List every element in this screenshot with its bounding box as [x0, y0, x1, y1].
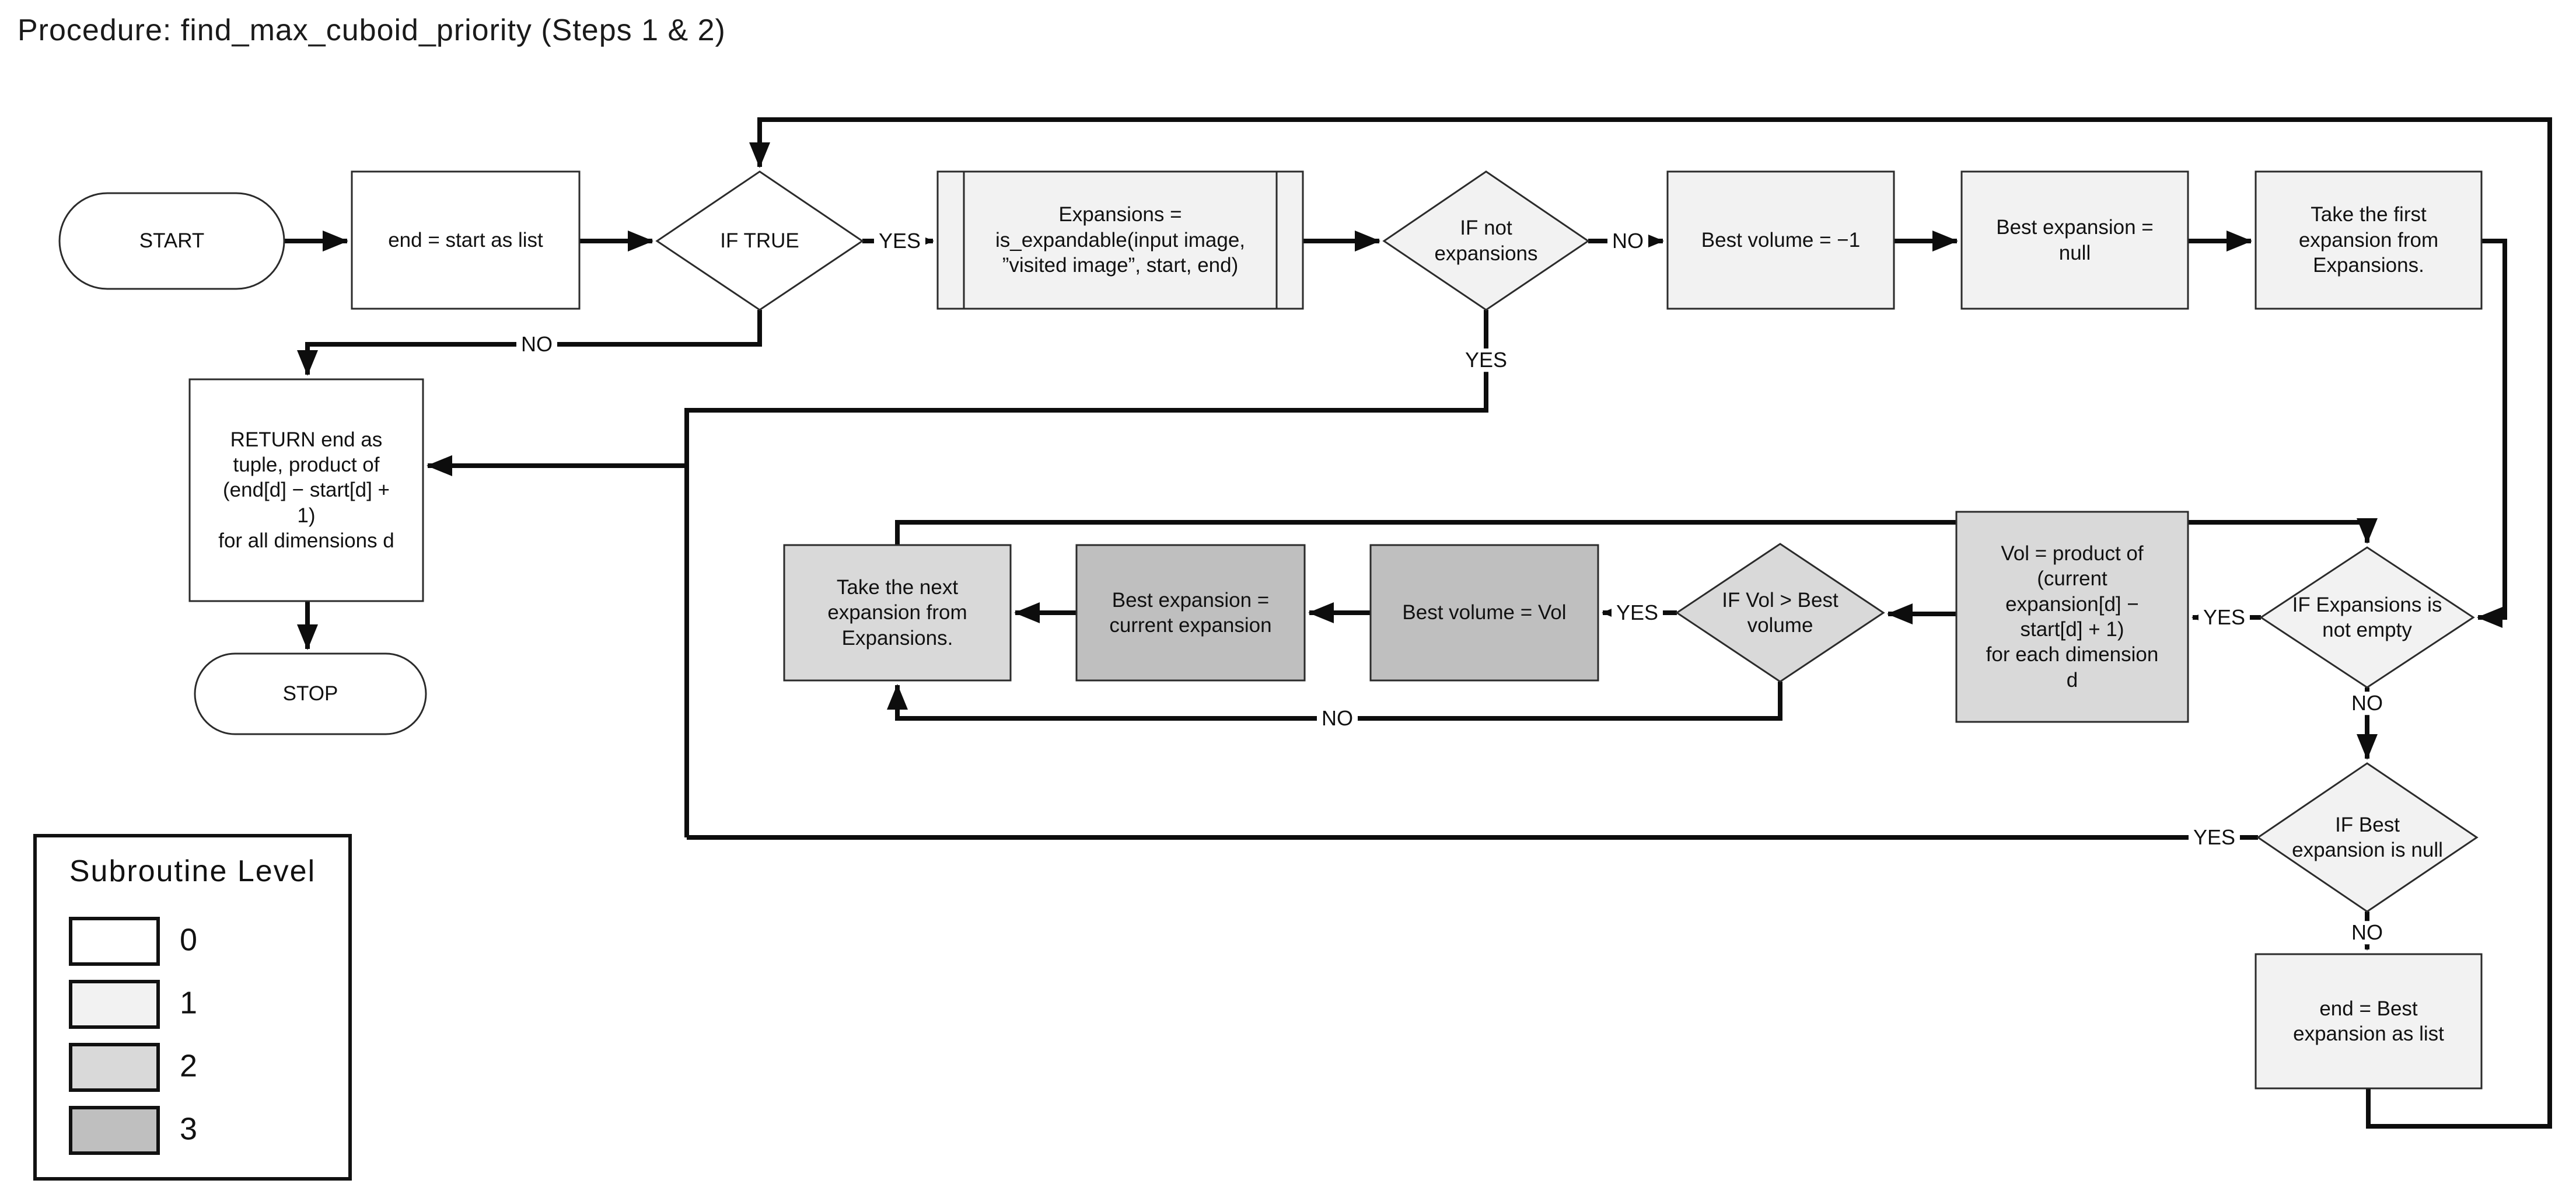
node-start-shape: [58, 192, 285, 290]
node-best-volume-neg1-shape: [1666, 170, 1895, 310]
node-if-true-shape: [655, 170, 864, 311]
legend-swatch-level-2: [69, 1043, 160, 1092]
node-take-first-shape: [2255, 170, 2483, 310]
edge-label-ifbestnull-no: NO: [2347, 921, 2388, 944]
page-title: Procedure: find_max_cuboid_priority (Ste…: [18, 13, 726, 47]
legend-title: Subroutine Level: [69, 854, 316, 888]
edge-label-ifbestnull-yes: YES: [2188, 826, 2241, 849]
node-end-best-shape: [2255, 953, 2483, 1090]
node-if-expansions-not-empty-shape: [2259, 546, 2475, 689]
node-return-shape: [188, 378, 424, 602]
edge-label-ifvol-yes: YES: [1611, 601, 1663, 624]
node-expansions-shape: [936, 170, 1304, 310]
legend-row-level-1: 1: [37, 980, 348, 1029]
node-if-vol-shape: [1675, 543, 1885, 683]
node-take-next-shape: [783, 544, 1012, 682]
legend-swatch-level-3: [69, 1106, 160, 1155]
legend-swatch-level-0: [69, 917, 160, 966]
edge-label-ifexpnotempty-no: NO: [2347, 692, 2388, 715]
edge-label-ifvol-no: NO: [1317, 707, 1358, 730]
node-stop-shape: [194, 652, 427, 735]
legend-row-level-0: 0: [37, 917, 348, 966]
edge-label-ifnotexp-yes: YES: [1460, 348, 1512, 372]
legend-row-level-2: 2: [37, 1043, 348, 1092]
legend-label-level-3: 3: [180, 1111, 198, 1147]
edge-label-ifnotexp-no: NO: [1607, 229, 1648, 253]
node-best-expansion-current-shape: [1075, 544, 1306, 682]
node-vol-product-shape: [1955, 511, 2189, 723]
node-best-volume-vol-shape: [1369, 544, 1599, 682]
edge-label-iftrue-yes: YES: [873, 229, 926, 253]
legend-label-level-2: 2: [180, 1048, 198, 1084]
edge-label-ifexpnotempty-yes: YES: [2198, 606, 2250, 629]
legend-swatch-level-1: [69, 980, 160, 1029]
legend-label-level-0: 0: [180, 922, 198, 958]
edge-takenext-loop-to-ifexpnotempty: [895, 518, 2378, 545]
legend-row-level-3: 3: [37, 1106, 348, 1155]
edge-endbest-loop-to-iftrue: [749, 117, 2552, 1129]
edge-takefirst-to-ifexpnotempty: [2477, 239, 2507, 628]
node-if-not-expansions-shape: [1382, 170, 1590, 311]
node-end-start-shape: [351, 170, 581, 310]
edge-label-iftrue-no: NO: [516, 333, 557, 356]
node-if-best-null-shape: [2256, 762, 2479, 913]
node-best-expansion-null-shape: [1960, 170, 2189, 310]
legend: Subroutine Level 0 1 2 3: [33, 834, 352, 1181]
legend-label-level-1: 1: [180, 985, 198, 1021]
